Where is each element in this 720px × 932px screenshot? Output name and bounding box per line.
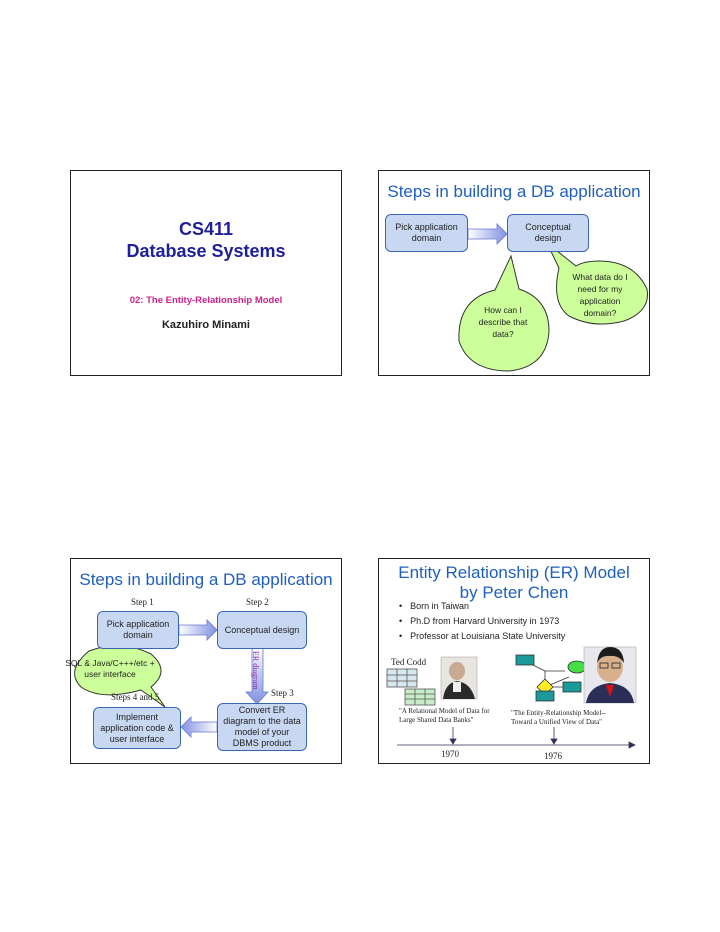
bubble-sql-text: SQL & Java/C+++/etc + user interface (65, 658, 155, 679)
timeline-arrow-icon (628, 741, 636, 749)
left-arrow-icon (180, 716, 218, 738)
relational-table-icon (386, 668, 418, 688)
slide-heading-line2: by Peter Chen (459, 583, 569, 602)
bullet-item: Ph.D from Harvard University in 1973 (399, 614, 565, 629)
down-arrow-icon (245, 645, 269, 705)
slide-steps-1: Steps in building a DB application Pick … (378, 170, 650, 376)
bullet-item: Born in Taiwan (399, 599, 565, 614)
ted-codd-photo (440, 656, 478, 700)
pick-application-box: Pick application domain (97, 611, 179, 649)
slide-heading: Steps in building a DB application (387, 182, 641, 201)
peter-chen-photo (583, 646, 637, 704)
bio-bullets: Born in Taiwan Ph.D from Harvard Univers… (399, 599, 565, 644)
slide-steps-2: Steps in building a DB application Step … (65, 558, 342, 764)
er-diagram-arrow-label: ER diagram (251, 651, 260, 690)
right-arrow-icon (467, 223, 508, 245)
speech-bubble-sql (74, 645, 166, 708)
conceptual-design-box: Conceptual design (507, 214, 589, 252)
speech-bubble-how (458, 254, 550, 372)
steps45-label: Steps 4 and 5 (111, 692, 160, 702)
slide-title: CS411 Database Systems 02: The Entity-Re… (70, 170, 342, 376)
slide-er-model: Entity Relationship (ER) Model by Peter … (378, 558, 650, 764)
step1-label: Step 1 (131, 597, 154, 607)
step2-label: Step 2 (246, 597, 269, 607)
slide4-graphics (386, 646, 637, 749)
course-code: CS411 (178, 219, 234, 239)
conceptual-design-box: Conceptual design (217, 611, 307, 649)
slide-heading-line1: Entity Relationship (ER) Model (398, 563, 630, 582)
slide2-graphics (458, 223, 649, 372)
slide3-graphics (74, 619, 269, 738)
speech-bubble-what (546, 242, 649, 325)
author-name: Kazuhiro Minami (161, 319, 250, 331)
bubble-what-text: What data do I need for my application d… (572, 272, 628, 318)
timeline (397, 727, 636, 749)
lecture-subtitle: 02: The Entity-Relationship Model (129, 295, 283, 306)
convert-er-box: Convert ER diagram to the data model of … (217, 703, 307, 751)
course-title: Database Systems (126, 241, 286, 261)
paper1-title-line2: Large Shared Data Banks" (399, 716, 474, 724)
paper2-title-line2: Toward a Unified View of Data" (511, 718, 603, 726)
implement-box: Implement application code & user interf… (93, 707, 181, 749)
paper2-title-line1: "The Entity-Relationship Model-- (511, 709, 607, 717)
right-arrow-icon (178, 619, 218, 641)
year-1970: 1970 (441, 749, 459, 759)
codd-label: Ted Codd (391, 657, 427, 667)
bullet-item: Professor at Louisiana State University (399, 629, 565, 644)
er-diagram-icon (515, 654, 587, 702)
paper1-title-line1: "A Relational Model of Data for (399, 707, 490, 715)
year-1976: 1976 (544, 751, 562, 761)
relational-table-icon (404, 688, 436, 706)
pick-application-box: Pick application domain (385, 214, 468, 252)
step3-label: Step 3 (271, 688, 294, 698)
slide-heading: Steps in building a DB application (79, 570, 333, 589)
bubble-how-text: How can I describe that data? (478, 305, 528, 339)
